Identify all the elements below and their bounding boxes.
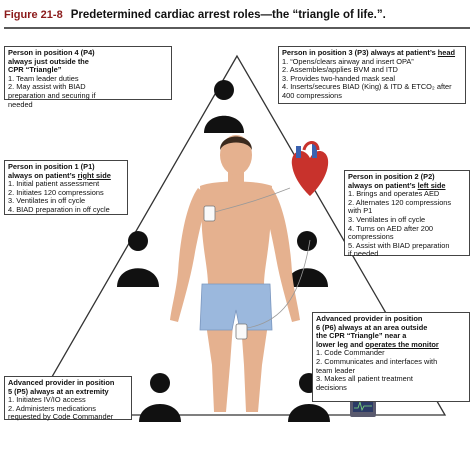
role-title-line: Person in position 3 (P3) always at pati… bbox=[282, 48, 436, 57]
role-title-line: lower leg and bbox=[316, 339, 364, 349]
role-title-line: always on patient’s bbox=[348, 180, 416, 190]
role-duties-list: 1. Brings and operates AED 2. Alternates… bbox=[348, 190, 466, 259]
role-title-line: the CPR “Triangle” near a bbox=[316, 331, 407, 341]
role-duties-list: 1. Team leader duties 2. May assist with… bbox=[8, 73, 168, 109]
role-title-line: 6 (P6) always at an area outside bbox=[316, 322, 428, 332]
role-title-emphasis: operates the monitor bbox=[365, 339, 439, 349]
role-box-p1: Person in position 1 (P1) always on pati… bbox=[4, 160, 128, 215]
role-title: Advanced provider in position 6 (P6) alw… bbox=[316, 314, 466, 349]
role-duty: 1. Team leader duties bbox=[8, 73, 79, 83]
role-title-line: always on patient’s bbox=[8, 170, 76, 180]
role-title-line: always just outside the bbox=[8, 56, 89, 66]
role-title: Person in position 3 (P3) always at pati… bbox=[282, 48, 462, 58]
person-silhouette-icon bbox=[286, 231, 328, 287]
role-title-emphasis: head bbox=[437, 48, 456, 57]
role-title-line: CPR “Triangle” bbox=[8, 65, 62, 75]
role-duty: 1. Initiates IV/IO access bbox=[8, 395, 86, 405]
role-duty: 4. Inserts/secures BIAD (King) & ITD & E… bbox=[282, 82, 452, 92]
role-duty: 2. May assist with BIAD bbox=[8, 82, 86, 92]
aed-pad-icon bbox=[235, 323, 248, 340]
role-duty: decisions bbox=[316, 382, 347, 392]
role-duty: 2. Initiates 120 compressions bbox=[8, 187, 104, 197]
role-duty: 1. Brings and operates AED bbox=[348, 189, 440, 199]
role-title-line: Advanced provider in position bbox=[316, 314, 423, 323]
role-duty: 3. Ventilates in off cycle bbox=[8, 196, 86, 206]
heart-anatomy-icon bbox=[291, 141, 329, 196]
role-duty: 2. Assembles/applies BVM and ITD bbox=[282, 65, 398, 75]
role-duty: 4. BIAD preparation in off cycle bbox=[8, 204, 110, 214]
role-box-p6: Advanced provider in position 6 (P6) alw… bbox=[312, 312, 470, 402]
role-duties-list: 1. Initiates IV/IO access 2. Administers… bbox=[8, 396, 128, 422]
role-duty: 3. Ventilates in off cycle bbox=[348, 214, 426, 224]
person-silhouette-icon bbox=[139, 373, 181, 422]
role-title-line: Advanced provider in position bbox=[8, 378, 115, 387]
role-duty: team leader bbox=[316, 365, 356, 375]
role-duty: if needed bbox=[348, 249, 379, 259]
role-duty: 1. “Opens/clears airway and insert OPA” bbox=[282, 56, 414, 66]
aed-wire bbox=[246, 239, 311, 329]
role-title: Person in position 4 (P4) always just ou… bbox=[8, 48, 168, 75]
role-title-line: Person in position 1 (P1) bbox=[8, 162, 95, 171]
role-title-emphasis: left side bbox=[417, 180, 446, 190]
role-duty: needed bbox=[8, 99, 33, 109]
role-duty: compressions bbox=[348, 232, 394, 242]
role-duty: with P1 bbox=[348, 206, 373, 216]
role-duty: 4. Turns on AED after 200 bbox=[348, 223, 434, 233]
role-box-p3: Person in position 3 (P3) always at pati… bbox=[278, 46, 466, 104]
figure-title: Predetermined cardiac arrest roles—the “… bbox=[70, 9, 386, 21]
role-duty: preparation and securing if bbox=[8, 90, 96, 100]
role-title-emphasis: right side bbox=[77, 170, 111, 180]
role-duties-list: 1. Code Commander 2. Communicates and in… bbox=[316, 349, 466, 392]
role-title-line: 5 (P5) always at an extremity bbox=[8, 386, 109, 396]
role-duty: 1. Initial patient assessment bbox=[8, 179, 100, 189]
role-duties-list: 1. Initial patient assessment 2. Initiat… bbox=[8, 180, 124, 214]
header-divider bbox=[4, 27, 470, 29]
role-duty: 2. Alternates 120 compressions bbox=[348, 197, 452, 207]
role-title-line: Person in position 4 (P4) bbox=[8, 48, 95, 57]
person-silhouette-icon bbox=[117, 231, 159, 287]
aed-pad-icon bbox=[203, 205, 216, 222]
role-duty: 5. Assist with BIAD preparation bbox=[348, 240, 450, 250]
role-duty: 3. Provides two-handed mask seal bbox=[282, 73, 395, 83]
role-duty: requested by Code Commander bbox=[8, 412, 114, 422]
role-box-p5: Advanced provider in position 5 (P5) alw… bbox=[4, 376, 132, 422]
aed-wire bbox=[214, 187, 291, 213]
role-duties-list: 1. “Opens/clears airway and insert OPA” … bbox=[282, 56, 462, 101]
role-box-p2: Person in position 2 (P2) always on pati… bbox=[344, 170, 470, 259]
role-duty: 2. Communicates and interfaces with bbox=[316, 356, 438, 366]
cardiac-monitor-icon bbox=[350, 397, 376, 417]
role-duty: 400 compressions bbox=[282, 90, 342, 100]
figure-label: Figure 21-8 bbox=[4, 9, 63, 21]
person-silhouette-icon bbox=[204, 80, 244, 133]
role-title: Person in position 2 (P2) always on pati… bbox=[348, 172, 466, 190]
role-duty: 1. Code Commander bbox=[316, 348, 385, 358]
patient-figure bbox=[170, 135, 300, 412]
role-box-p4: Person in position 4 (P4) always just ou… bbox=[4, 46, 172, 108]
figure-header: Figure 21-8 Predetermined cardiac arrest… bbox=[4, 4, 470, 26]
role-duty: 3. Makes all patient treatment bbox=[316, 374, 413, 384]
role-title-line: Person in position 2 (P2) bbox=[348, 172, 435, 181]
role-title: Advanced provider in position 5 (P5) alw… bbox=[8, 378, 128, 396]
role-duty: 2. Administers medications bbox=[8, 403, 96, 413]
role-title: Person in position 1 (P1) always on pati… bbox=[8, 162, 124, 180]
